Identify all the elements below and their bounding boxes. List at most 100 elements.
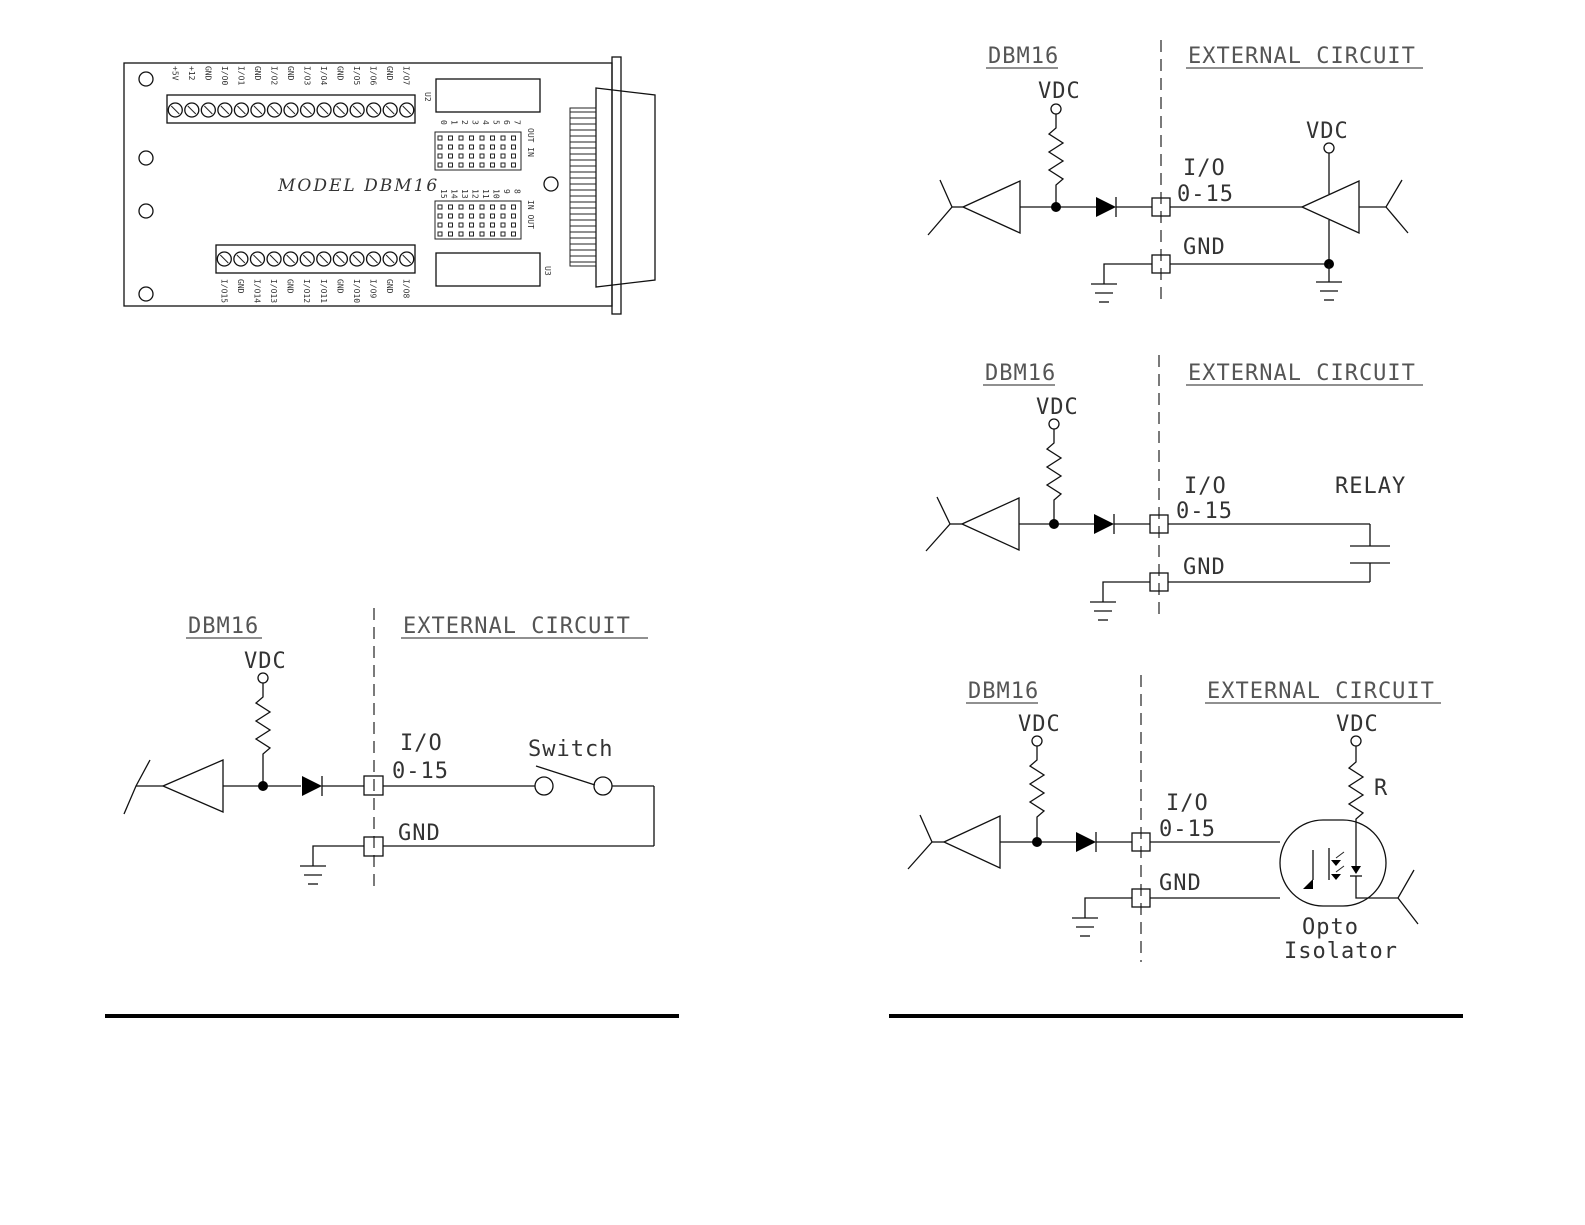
gnd-label: GND	[1183, 555, 1226, 580]
terminal-slot	[303, 105, 312, 115]
jumper-number: 5	[492, 120, 501, 125]
jumper-pin	[437, 204, 443, 210]
jumper-pin	[511, 222, 516, 228]
terminal-slot	[369, 254, 378, 264]
terminal-label: GND	[336, 66, 345, 81]
jumper-pin	[448, 231, 453, 237]
external-circuit-heading: EXTERNAL CIRCUIT	[1188, 361, 1416, 386]
terminal-slot	[352, 105, 362, 115]
mounting-hole	[138, 71, 154, 87]
dbm16-heading: DBM16	[988, 44, 1059, 69]
io-range: 0-15	[392, 759, 449, 784]
jumper-number: 0	[439, 120, 448, 125]
jumper-pin	[479, 144, 485, 150]
switch-circuit-diagram: DBM16 EXTERNAL CIRCUIT VDC I/O 0-15 Swit…	[123, 608, 655, 888]
jumper-pin	[469, 222, 474, 228]
mounting-hole	[138, 286, 154, 302]
buffer-circuit-diagram: DBM16 EXTERNAL CIRCUIT VDC I/O 0-15 VDC	[927, 40, 1423, 303]
vdc-label: VDC	[244, 649, 287, 674]
terminal-label: I/O9	[369, 279, 378, 298]
jumper-pin	[437, 144, 443, 150]
jumper-number: 4	[481, 120, 490, 125]
io-label: I/O	[1166, 791, 1209, 816]
jumper-number: 9	[502, 189, 511, 194]
terminal-slot	[336, 105, 345, 115]
jumper-pin	[458, 153, 464, 159]
terminal-label: I/O13	[269, 279, 278, 303]
terminal-label: GND	[335, 279, 344, 294]
terminal-label: GND	[286, 66, 295, 81]
terminal-label: I/O7	[402, 66, 411, 85]
jumper-number: 14	[450, 189, 459, 199]
terminal-screw	[184, 102, 200, 118]
jumper-pin	[511, 231, 516, 237]
terminal-slot	[402, 254, 412, 264]
terminal-label: I/O4	[319, 66, 328, 85]
jumper-pin	[479, 231, 485, 237]
terminal-screw	[366, 102, 382, 118]
mounting-hole	[138, 150, 154, 166]
jumper-bottom-label: IN OUT	[526, 200, 535, 229]
jumper-pin	[511, 204, 516, 210]
jumper-pin	[500, 204, 506, 210]
jumper-pin	[479, 213, 485, 219]
terminal-slot	[369, 105, 379, 115]
io-range: 0-15	[1159, 817, 1216, 842]
jumper-pin	[511, 135, 516, 141]
jumper-number: 12	[471, 189, 480, 199]
jumper-pin	[458, 162, 464, 168]
jumper-pin	[490, 162, 495, 168]
vdc-ext-label: VDC	[1336, 712, 1379, 737]
dbm16-heading: DBM16	[968, 679, 1039, 704]
mounting-hole	[543, 176, 559, 192]
terminal-slot	[270, 105, 279, 115]
terminal-slot	[319, 105, 329, 115]
terminal-slot	[269, 254, 279, 264]
external-circuit-heading: EXTERNAL CIRCUIT	[1207, 679, 1435, 704]
jumper-pin	[458, 204, 464, 210]
vdc-label: VDC	[1018, 712, 1061, 737]
terminal-slot	[236, 254, 246, 264]
ic-u2	[435, 78, 541, 113]
terminal-label: I/O10	[352, 279, 361, 303]
terminal-slot	[219, 254, 229, 264]
terminal-screw	[332, 102, 349, 118]
external-circuit-heading: EXTERNAL CIRCUIT	[1188, 44, 1416, 69]
jumper-pin	[458, 135, 464, 141]
jumper-pin	[490, 204, 495, 210]
io-label: I/O	[1184, 474, 1227, 499]
io-label: I/O	[1183, 156, 1226, 181]
mounting-hole	[138, 203, 154, 219]
jumper-number: 15	[439, 189, 448, 199]
terminal-slot	[352, 254, 362, 264]
jumper-top-label: OUT IN	[526, 128, 535, 157]
jumper-pin	[490, 222, 495, 228]
jumper-number: 6	[502, 120, 511, 125]
ic-u3-label: U3	[543, 266, 552, 276]
jumper-pin	[437, 135, 443, 141]
jumper-pin	[479, 153, 485, 159]
gnd-label: GND	[398, 821, 441, 846]
jumper-pin	[437, 213, 443, 219]
terminal-screw	[233, 102, 250, 118]
jumper-pin	[490, 135, 495, 141]
io-range: 0-15	[1177, 182, 1234, 207]
terminal-screw	[316, 102, 332, 118]
terminal-screw	[200, 102, 216, 118]
jumper-pin	[448, 153, 453, 159]
vdc-label: VDC	[1036, 395, 1079, 420]
jumper-pin	[448, 204, 453, 210]
terminal-label: +12	[187, 66, 196, 81]
terminal-label: I/O3	[303, 66, 312, 85]
terminal-slot	[220, 105, 230, 115]
jumper-pin	[500, 135, 506, 141]
terminal-label: I/O6	[369, 66, 378, 85]
jumper-pin	[437, 222, 443, 228]
jumper-pin	[511, 213, 516, 219]
terminal-screw	[167, 102, 183, 118]
jumper-pin	[511, 144, 516, 150]
